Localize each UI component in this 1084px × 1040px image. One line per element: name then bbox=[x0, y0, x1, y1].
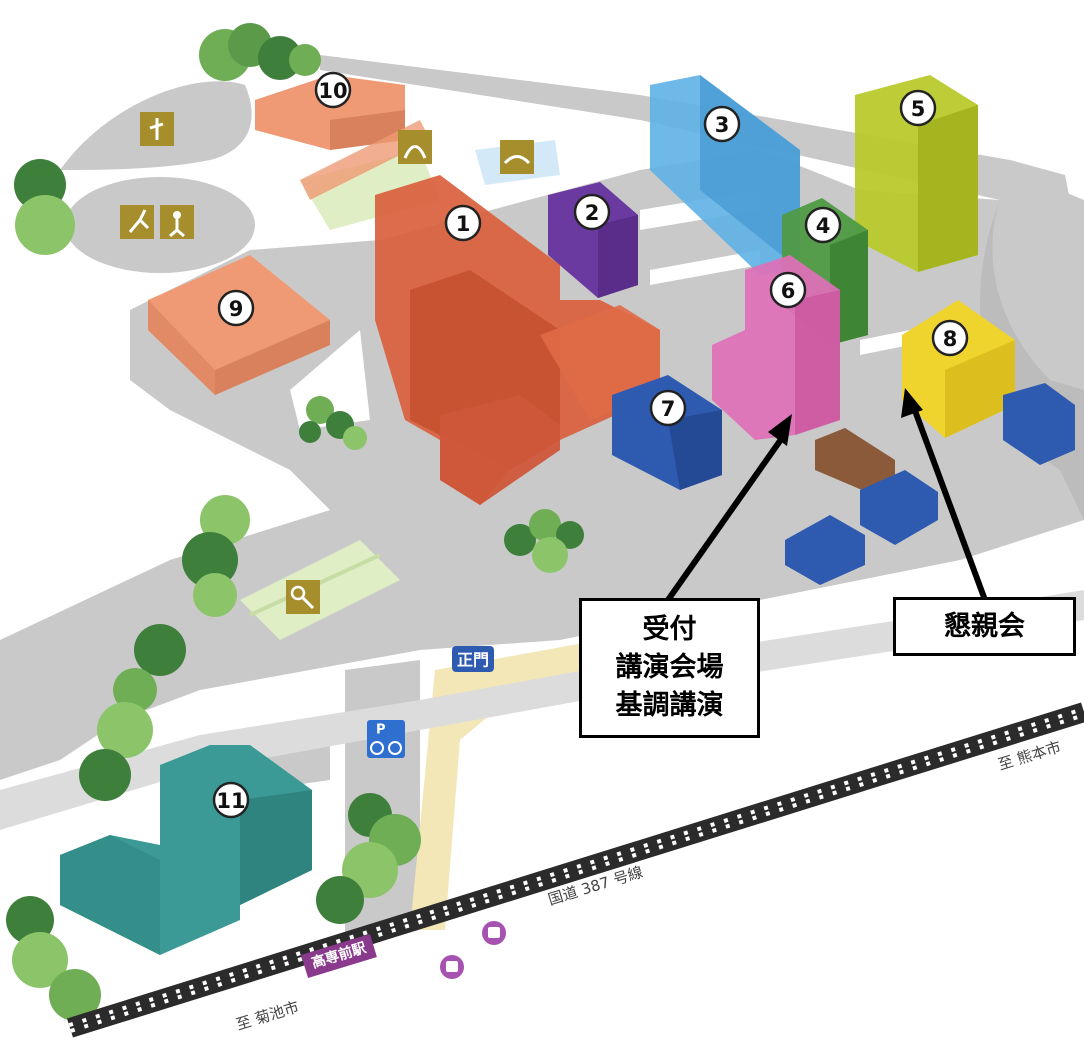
tennis-icon bbox=[286, 580, 320, 614]
building-4-label: 4 bbox=[816, 214, 831, 238]
building-10-label: 10 bbox=[318, 79, 347, 103]
railway bbox=[67, 702, 1084, 1038]
banquet-arrow bbox=[901, 388, 988, 602]
building-2[interactable]: 2 bbox=[548, 182, 638, 298]
building-1-label: 1 bbox=[456, 212, 471, 236]
main-gate-label: 正門 bbox=[457, 651, 489, 670]
building-1[interactable]: 1 bbox=[375, 175, 660, 505]
building-6-label: 6 bbox=[781, 279, 796, 303]
building-8-label: 8 bbox=[943, 327, 958, 351]
main-gate-sign: 正門 bbox=[452, 646, 494, 672]
building-11-label: 11 bbox=[216, 789, 245, 813]
parking-label: P bbox=[376, 723, 386, 738]
soccer-icon bbox=[160, 205, 194, 239]
running-icon bbox=[120, 205, 154, 239]
archery-icon bbox=[398, 130, 432, 164]
building-2-label: 2 bbox=[585, 201, 600, 225]
reception-line-3: 基調講演 bbox=[615, 690, 724, 721]
bus-icon bbox=[440, 921, 506, 979]
building-10[interactable]: 10 bbox=[255, 71, 430, 200]
building-7-label: 7 bbox=[661, 397, 676, 421]
swimming-icon bbox=[500, 140, 534, 174]
reception-line-2: 講演会場 bbox=[615, 652, 724, 683]
reception-line-1: 受付 bbox=[642, 614, 697, 645]
building-6[interactable]: 6 bbox=[712, 255, 840, 440]
building-8[interactable]: 8 bbox=[902, 300, 1015, 438]
golf-icon bbox=[140, 112, 174, 146]
building-7[interactable]: 7 bbox=[612, 375, 722, 490]
building-3-label: 3 bbox=[715, 113, 730, 137]
minor-buildings bbox=[785, 383, 1075, 585]
bicycle-parking-icon: P bbox=[367, 720, 405, 758]
building-5[interactable]: 5 bbox=[855, 75, 978, 272]
building-11[interactable]: 11 bbox=[60, 745, 312, 955]
reception-arrow bbox=[665, 414, 792, 602]
to-kikuchi-label: 至 菊池市 bbox=[234, 998, 301, 1034]
banquet-line-1: 懇親会 bbox=[944, 611, 1025, 642]
reception-callout: 受付 講演会場 基調講演 bbox=[579, 598, 760, 738]
banquet-callout: 懇親会 bbox=[893, 597, 1076, 656]
building-3[interactable]: 3 bbox=[650, 75, 800, 275]
trees bbox=[6, 23, 584, 1021]
building-5-label: 5 bbox=[911, 97, 926, 121]
building-9[interactable]: 9 bbox=[148, 255, 330, 395]
building-9-label: 9 bbox=[229, 297, 244, 321]
